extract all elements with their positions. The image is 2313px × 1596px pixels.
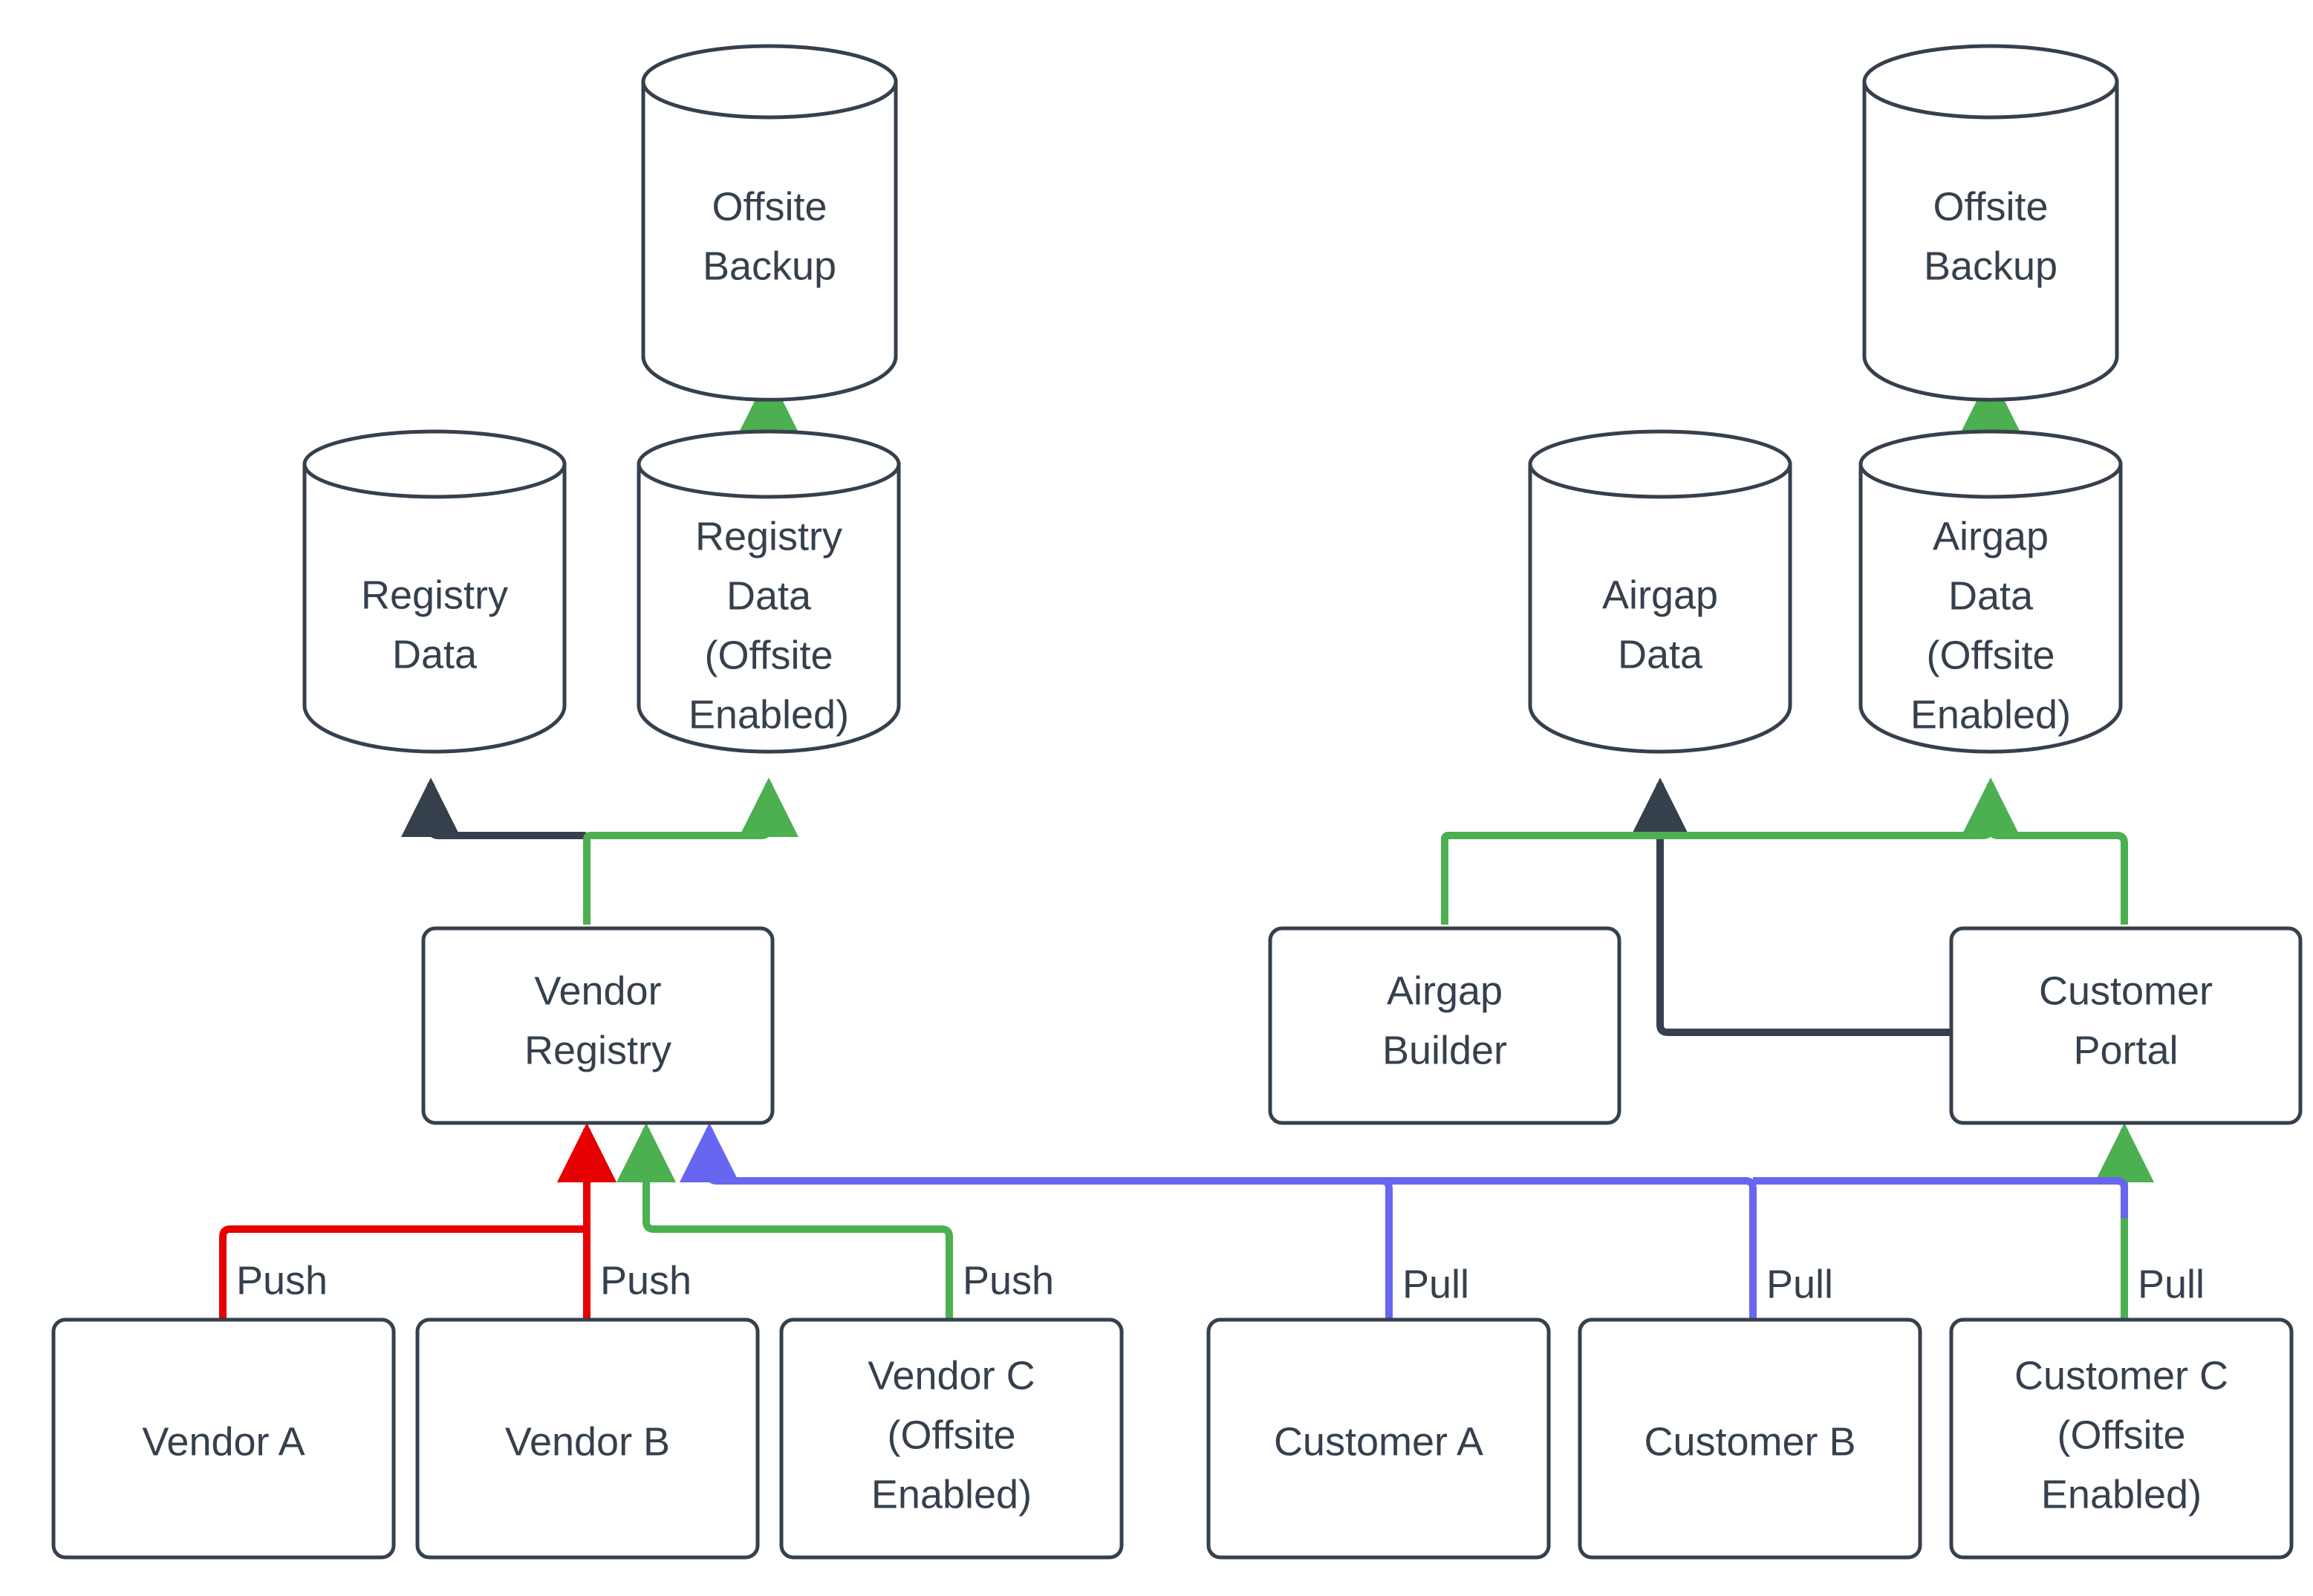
edge-label-push-vendor-a: Push bbox=[236, 1258, 328, 1303]
node-label: (Offsite bbox=[2057, 1413, 2185, 1457]
node-vendor-registry[interactable]: Vendor Registry bbox=[421, 926, 775, 1125]
node-label: Enabled) bbox=[871, 1472, 1032, 1517]
node-label: Data bbox=[1618, 632, 1703, 677]
node-label: Vendor C bbox=[868, 1353, 1035, 1398]
node-offsite-backup-right[interactable]: Offsite Backup bbox=[1862, 44, 2119, 402]
edge-customer-portal-to-airgap-data-offsite bbox=[1961, 777, 2128, 925]
node-label: Airgap bbox=[1933, 514, 2049, 558]
node-label: Offsite bbox=[1933, 184, 2048, 229]
node-customer-a[interactable]: Customer A bbox=[1206, 1317, 1551, 1560]
edge-label-pull-customer-c: Pull bbox=[2138, 1262, 2205, 1306]
node-label: (Offsite bbox=[1926, 633, 2055, 677]
node-label: Vendor B bbox=[505, 1419, 670, 1464]
edge-label-push-vendor-c: Push bbox=[963, 1258, 1054, 1303]
node-label: Customer A bbox=[1274, 1419, 1483, 1464]
node-label: Enabled) bbox=[1910, 692, 2071, 737]
node-label: Data bbox=[726, 573, 812, 618]
edge-blue-horizontal-trunk bbox=[1753, 1177, 2128, 1218]
node-airgap-builder[interactable]: Airgap Builder bbox=[1268, 926, 1621, 1125]
node-label: Data bbox=[392, 632, 478, 677]
node-label: (Offsite bbox=[887, 1413, 1015, 1457]
node-label: Customer B bbox=[1644, 1419, 1855, 1464]
edge-label-push-vendor-b: Push bbox=[600, 1258, 692, 1303]
node-label: Backup bbox=[1924, 244, 2057, 288]
node-label: Data bbox=[1948, 573, 2034, 618]
edge-vendor-a-to-vendor-registry bbox=[219, 1122, 617, 1318]
node-registry-data[interactable]: Registry Data bbox=[302, 429, 567, 754]
node-airgap-data-offsite[interactable]: Airgap Data (Offsite Enabled) bbox=[1858, 429, 2123, 754]
edge-vendor-registry-to-registry-data bbox=[401, 777, 591, 925]
node-label: Portal bbox=[2073, 1028, 2178, 1072]
node-label: Airgap bbox=[1602, 573, 1718, 617]
node-label: Registry bbox=[524, 1028, 671, 1072]
node-label: Backup bbox=[703, 244, 836, 288]
node-label: Vendor bbox=[534, 968, 661, 1013]
node-offsite-backup-left[interactable]: Offsite Backup bbox=[641, 44, 898, 402]
node-customer-portal[interactable]: Customer Portal bbox=[1949, 926, 2303, 1125]
edge-label-pull-customer-b: Pull bbox=[1766, 1262, 1833, 1306]
node-vendor-a[interactable]: Vendor A bbox=[51, 1317, 396, 1560]
edge-vendor-c-to-vendor-registry bbox=[617, 1122, 953, 1318]
node-label: Builder bbox=[1382, 1028, 1507, 1072]
node-vendor-c[interactable]: Vendor C (Offsite Enabled) bbox=[779, 1317, 1124, 1560]
edge-airgap-builder-to-airgap-data-offsite bbox=[1441, 777, 2020, 925]
node-label: Airgap bbox=[1387, 968, 1503, 1013]
node-customer-b[interactable]: Customer B bbox=[1578, 1317, 1922, 1560]
node-label: Customer C bbox=[2014, 1353, 2228, 1398]
edge-customer-b-to-vendor-registry bbox=[680, 1122, 1757, 1318]
edge-label-pull-customer-a: Pull bbox=[1402, 1262, 1469, 1306]
node-vendor-b[interactable]: Vendor B bbox=[415, 1317, 760, 1560]
node-label: Enabled) bbox=[689, 692, 849, 737]
node-label: Vendor A bbox=[142, 1419, 305, 1464]
node-label: (Offsite bbox=[704, 633, 833, 677]
node-label: Customer bbox=[2039, 968, 2213, 1013]
node-label: Enabled) bbox=[2041, 1472, 2202, 1517]
node-label: Offsite bbox=[712, 184, 827, 229]
node-airgap-data[interactable]: Airgap Data bbox=[1528, 429, 1792, 754]
node-label: Registry bbox=[361, 573, 508, 617]
edge-vendor-registry-to-registry-data-offsite bbox=[583, 777, 798, 925]
edge-customer-portal-to-airgap-data bbox=[1630, 777, 1950, 1036]
node-label: Registry bbox=[695, 514, 842, 558]
node-customer-c[interactable]: Customer C (Offsite Enabled) bbox=[1949, 1317, 2294, 1560]
node-registry-data-offsite[interactable]: Registry Data (Offsite Enabled) bbox=[637, 429, 901, 754]
